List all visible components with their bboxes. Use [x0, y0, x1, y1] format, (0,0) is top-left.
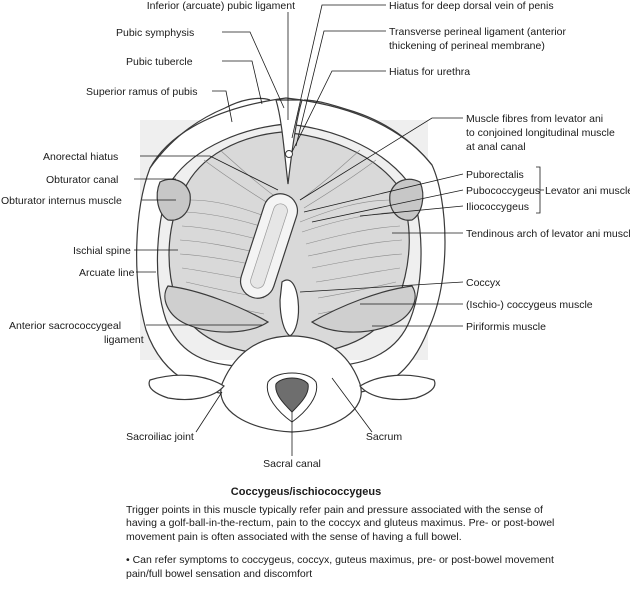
label-coccyx: Coccyx	[466, 277, 501, 289]
caption-paragraph: Trigger points in this muscle typically …	[126, 504, 555, 543]
levator-fibres-right	[299, 149, 403, 315]
leader-coccyx	[299, 281, 464, 293]
label-transverse-perineal-1: Transverse perineal ligament (anterior	[389, 26, 567, 38]
leader-pubic-tubercle	[222, 60, 263, 105]
label-muscle-fibres-2: to conjoined longitudinal muscle	[466, 127, 615, 139]
leader-puborectalis	[303, 173, 464, 213]
leader-pubic-symphysis	[222, 31, 285, 109]
label-pubic-symphysis: Pubic symphysis	[116, 27, 194, 39]
label-arcuate-line: Arcuate line	[79, 267, 135, 279]
label-sacral-canal: Sacral canal	[263, 458, 321, 470]
label-hiatus-dorsal-vein: Hiatus for deep dorsal vein of penis	[389, 0, 554, 12]
leader-iliococcygeus	[359, 205, 464, 217]
label-muscle-fibres-1: Muscle fibres from levator ani	[466, 113, 603, 125]
leader-hiatus-urethra	[291, 70, 386, 153]
urethral-hiatus	[285, 150, 293, 158]
pelvic-floor-diagram: Inferior (arcuate) pubic ligament Pubic …	[1, 0, 630, 470]
leader-sacroiliac-joint	[195, 391, 223, 433]
label-puborectalis: Puborectalis	[466, 169, 524, 181]
label-anterior-sacrococcygeal-2: ligament	[104, 334, 144, 346]
leader-sacrum	[331, 377, 373, 433]
sacral-canal	[275, 377, 309, 413]
caption-bullet-list: • Can refer symptoms to coccygeus, coccy…	[126, 554, 576, 581]
coccygeus-left	[164, 285, 270, 333]
label-levator-ani: Levator ani muscle	[545, 185, 630, 197]
label-sacroiliac-joint: Sacroiliac joint	[126, 431, 194, 443]
left-outer-contour	[149, 97, 271, 169]
sacroiliac-right	[359, 374, 436, 401]
label-sacrum: Sacrum	[366, 431, 402, 443]
label-hiatus-urethra: Hiatus for urethra	[389, 66, 470, 78]
leader-muscle-fibres	[299, 117, 463, 201]
label-muscle-fibres-3: at anal canal	[466, 141, 526, 153]
label-anterior-sacrococcygeal-1: Anterior sacrococcygeal	[9, 320, 121, 332]
sacroiliac-left	[148, 374, 225, 401]
leader-pubococcygeus	[311, 189, 464, 223]
leader-superior-ramus	[212, 90, 233, 123]
label-piriformis: Piriformis muscle	[466, 321, 546, 333]
label-superior-ramus: Superior ramus of pubis	[86, 86, 197, 98]
caption-bullet: • Can refer symptoms to coccygeus, coccy…	[126, 554, 554, 580]
right-outer-contour	[303, 99, 433, 166]
coccyx	[279, 279, 300, 337]
leader-hiatus-dorsal-vein	[291, 4, 386, 139]
label-ischial-spine: Ischial spine	[73, 245, 131, 257]
levator-ani-bracket	[536, 166, 544, 214]
leader-transverse-perineal	[295, 30, 386, 147]
label-inferior-pubic-ligament: Inferior (arcuate) pubic ligament	[147, 0, 295, 12]
label-pubococcygeus: Pubococcygeus	[466, 185, 540, 197]
caption-block: Coccygeus/ischiococcygeus Trigger points…	[126, 486, 576, 581]
label-transverse-perineal-2: thickening of perineal membrane)	[389, 40, 545, 52]
caption-title: Coccygeus/ischiococcygeus	[230, 486, 382, 498]
anal-canal-inner	[250, 203, 288, 289]
label-iliococcygeus: Iliococcygeus	[466, 201, 529, 213]
label-obturator-internus: Obturator internus muscle	[1, 195, 122, 207]
coccygeus-right	[310, 285, 416, 333]
label-anorectal-hiatus: Anorectal hiatus	[43, 151, 118, 163]
label-pubic-tubercle: Pubic tubercle	[126, 56, 193, 68]
leader-anorectal-hiatus	[140, 155, 279, 191]
sacral-canal-outline	[266, 372, 318, 423]
label-obturator-canal: Obturator canal	[46, 174, 118, 186]
label-tendinous-arch: Tendinous arch of levator ani muscle	[466, 228, 630, 240]
label-ischio-coccygeus: (Ischio-) coccygeus muscle	[466, 299, 593, 311]
